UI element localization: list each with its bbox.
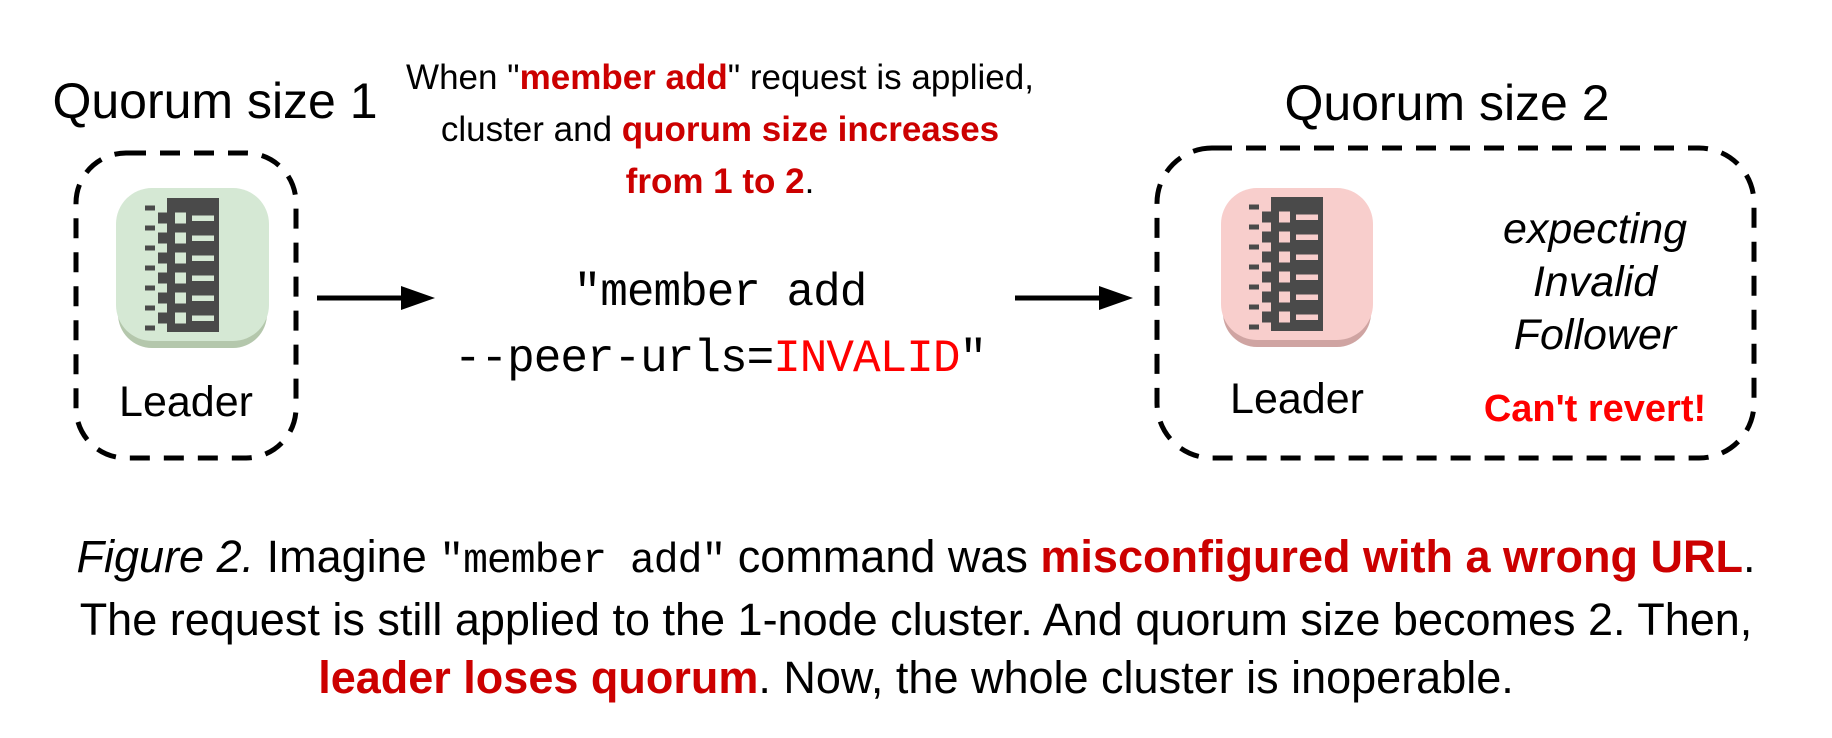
caption-text: . Now, the whole cluster is inoperable.	[758, 652, 1514, 703]
ledger-list-icon	[1249, 197, 1323, 331]
caption-text: Imagine	[254, 531, 440, 582]
ledger-list-icon	[144, 197, 219, 332]
annotation-highlight: from 1 to 2	[625, 162, 805, 201]
annotation-text: When "	[406, 58, 520, 97]
left-cluster-boundary	[73, 150, 299, 461]
caption-line-2: The request is still applied to the 1-no…	[79, 594, 1753, 645]
expecting-line-3: Follower	[1513, 311, 1677, 359]
member-add-annotation: When "member add" request is applied, cl…	[375, 52, 1065, 208]
command-text: --peer-urls=	[453, 333, 774, 385]
member-add-command: "member add --peer-urls=INVALID"	[375, 260, 1065, 392]
caption-text: command was	[725, 531, 1041, 582]
node-tile	[1221, 188, 1373, 340]
right-leader-label: Leader	[1230, 375, 1364, 423]
left-leader-label: Leader	[119, 378, 253, 426]
expecting-line-1: expecting	[1502, 205, 1688, 253]
annotation-line-3: from 1 to 2.	[375, 156, 1065, 208]
expecting-line-2: Invalid	[1532, 258, 1658, 306]
expecting-invalid-follower-note: expecting Invalid Follower	[1420, 203, 1770, 362]
caption-highlight: leader loses quorum	[318, 652, 759, 703]
leader-node-right	[1221, 188, 1373, 340]
right-cluster-title: Quorum size 2	[1284, 75, 1610, 131]
node-tile	[116, 188, 269, 341]
annotation-text: " request is applied,	[727, 58, 1034, 97]
figure-number: Figure 2.	[76, 531, 255, 582]
left-cluster-title: Quorum size 1	[52, 73, 378, 129]
caption-line-1: Figure 2. Imagine "member add" command w…	[0, 528, 1832, 591]
figure-caption: Figure 2. Imagine "member add" command w…	[0, 528, 1832, 707]
annotation-highlight: quorum size increases	[621, 110, 1000, 149]
arrow-right-icon	[1015, 286, 1133, 310]
annotation-highlight: member add	[519, 58, 728, 97]
annotation-line-2: cluster and quorum size increases	[375, 104, 1065, 156]
command-invalid-value: INVALID	[773, 333, 960, 385]
cant-revert-warning: Can't revert!	[1483, 388, 1707, 430]
command-text: "	[959, 333, 987, 385]
leader-node-left	[116, 188, 269, 341]
caption-line-3: leader loses quorum. Now, the whole clus…	[0, 649, 1832, 707]
annotation-text: cluster and	[440, 110, 622, 149]
command-line-2: --peer-urls=INVALID"	[375, 326, 1065, 392]
caption-text: .	[1742, 531, 1756, 582]
annotation-text: .	[804, 162, 815, 201]
caption-highlight: misconfigured with a wrong URL	[1040, 531, 1743, 582]
command-line-1: "member add	[573, 267, 868, 319]
caption-command: "member add"	[439, 539, 726, 585]
right-cluster-boundary	[1154, 145, 1757, 461]
arrow-right-icon	[317, 286, 435, 310]
annotation-line-1: When "member add" request is applied,	[375, 52, 1065, 104]
